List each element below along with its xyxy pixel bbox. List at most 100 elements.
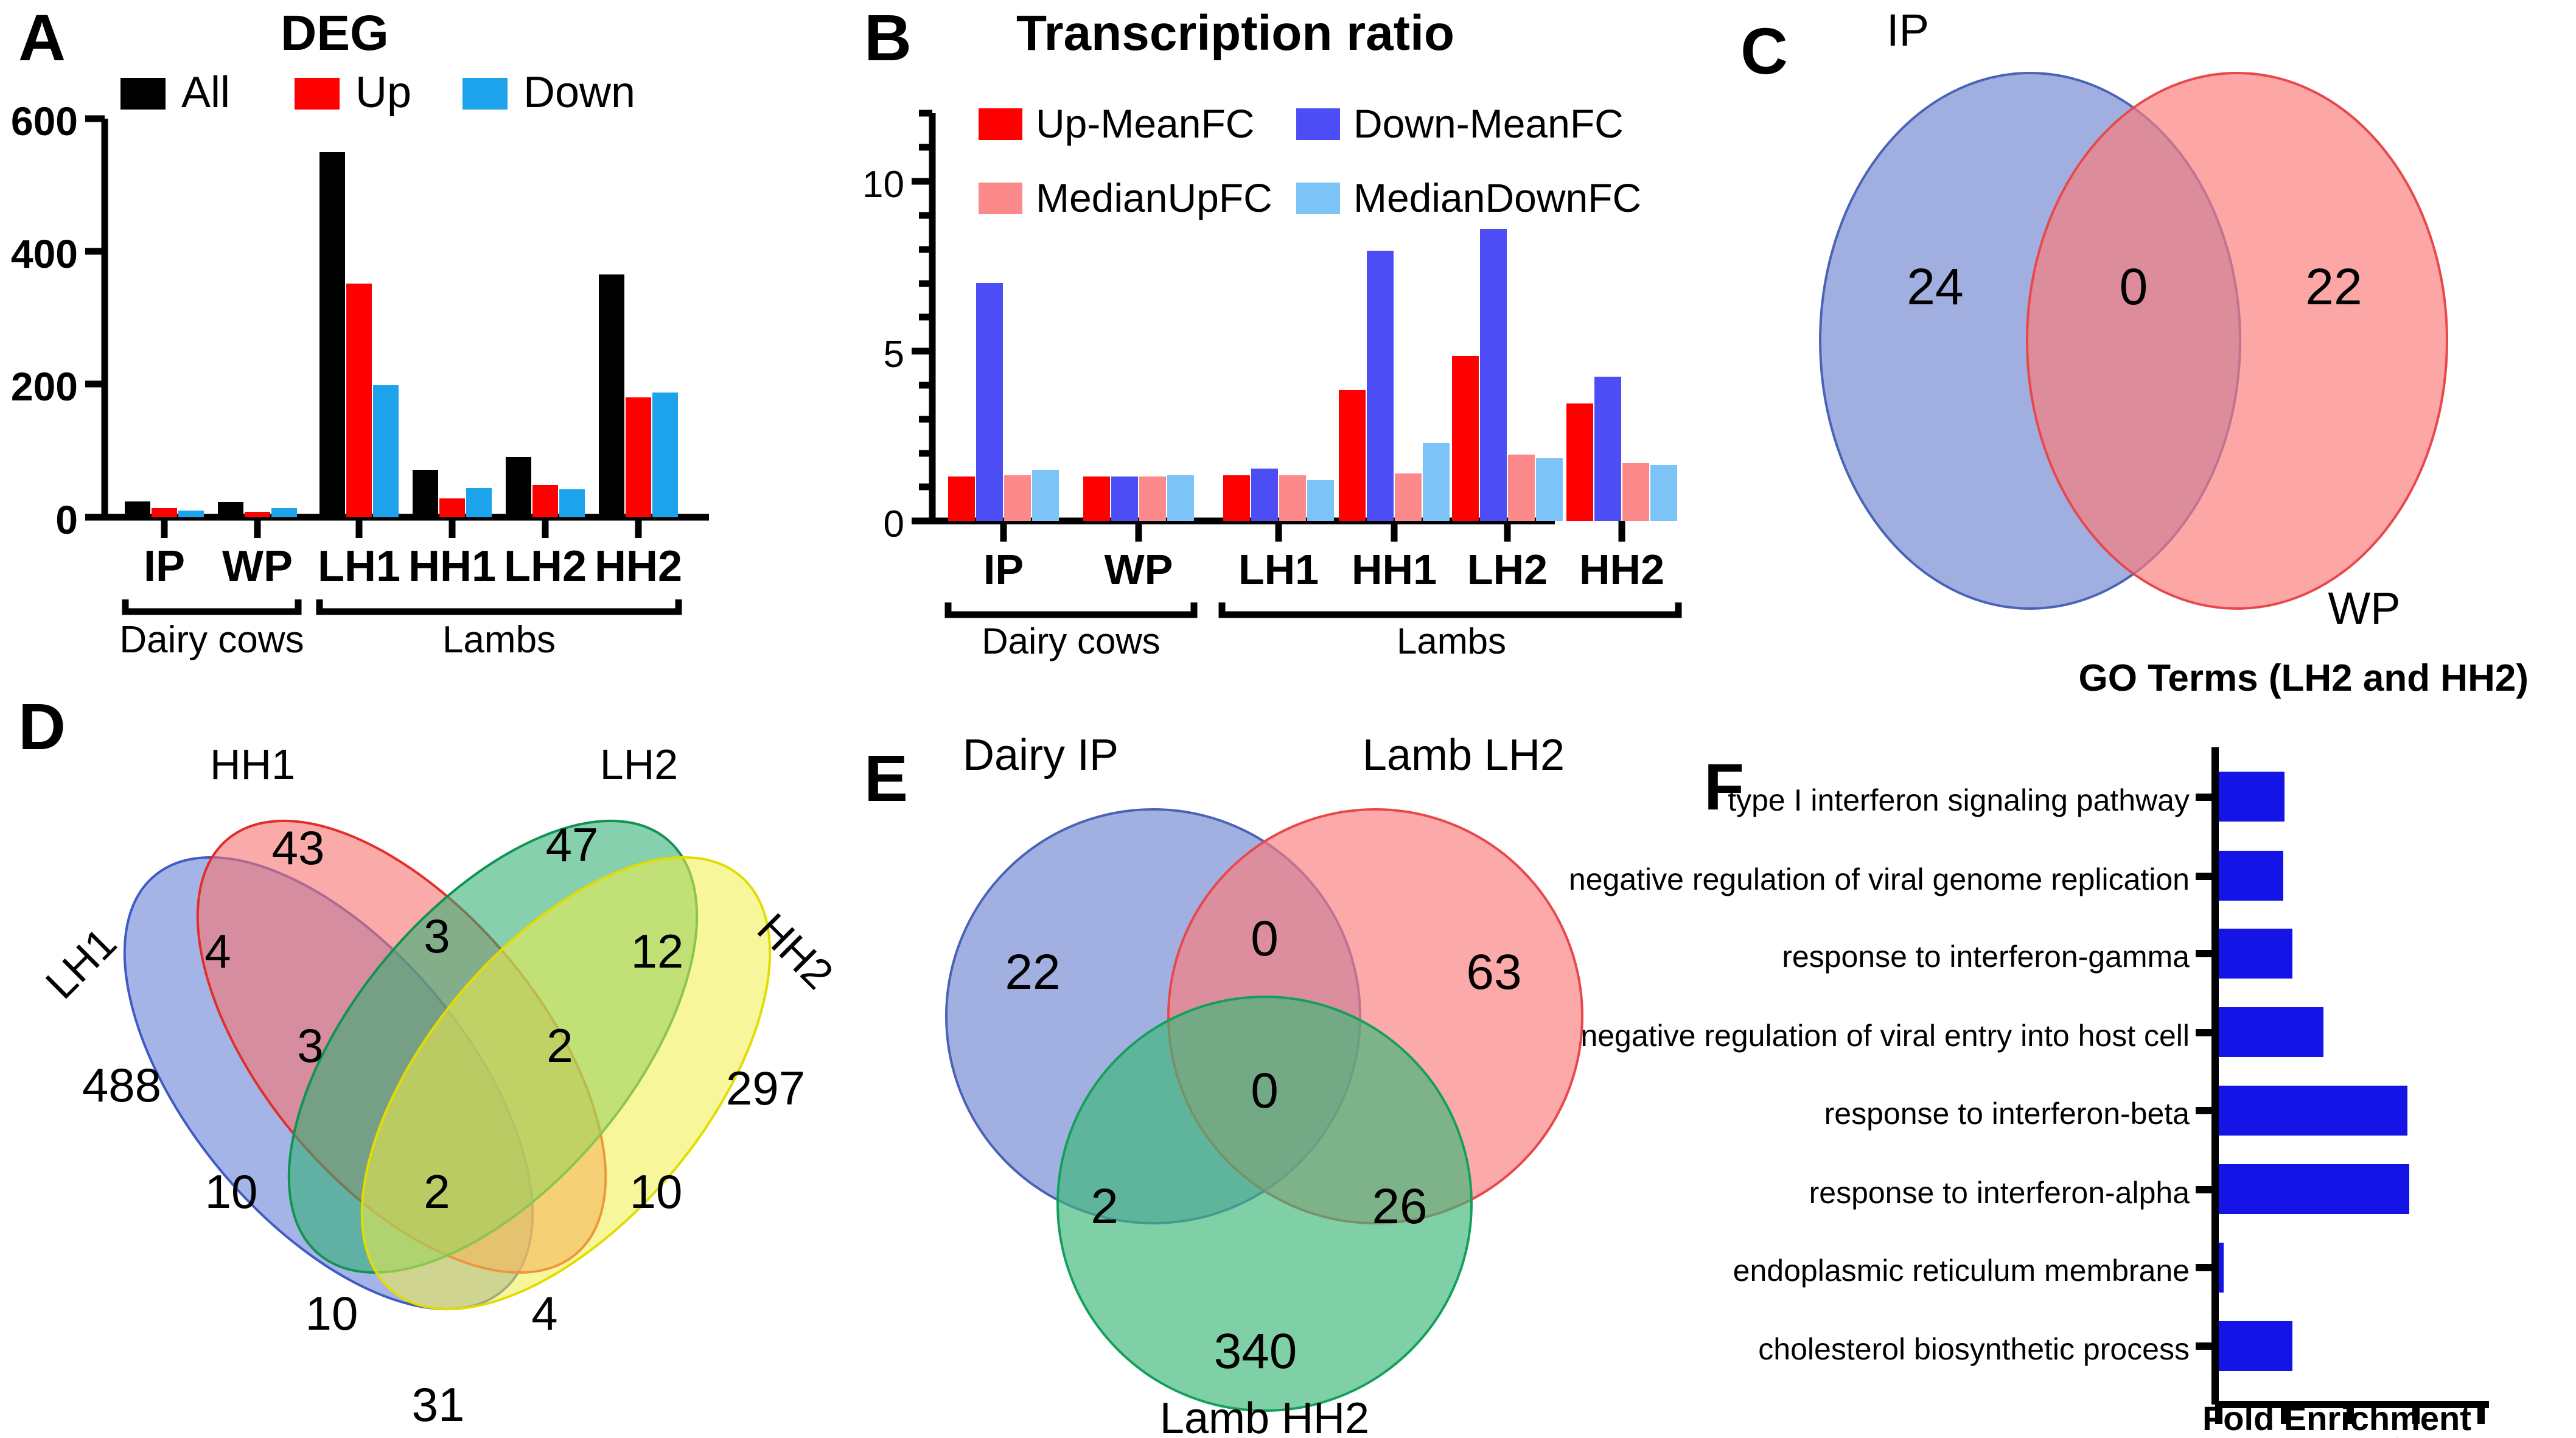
legend-swatch-mediandownfc	[1296, 183, 1340, 214]
bar-F-cholesterol-biosynthetic-process	[2219, 1321, 2292, 1371]
bar-A-HH2-Up	[626, 397, 651, 517]
legend-label-up: Up	[355, 68, 411, 117]
venn-d-count-hh1-only: 43	[272, 821, 325, 874]
bar-B-LH1-MedianUpFC	[1279, 475, 1306, 521]
venn-e-count-a-c: 2	[1091, 1179, 1119, 1234]
legend-label-medianupfc: MedianUpFC	[1036, 175, 1272, 220]
legend-swatch-down	[462, 78, 508, 110]
venn-d-count-lh1-hh1: 4	[204, 924, 231, 978]
bar-A-LH2-All	[506, 457, 531, 517]
panel-a-title: DEG	[281, 5, 389, 61]
y-tick-B-10: 10	[862, 164, 904, 206]
panel-f-yticks	[2196, 794, 2215, 1350]
venn-d-count-hh1-hh2: 10	[630, 1165, 683, 1218]
bar-B-WP-MedianDownFC	[1167, 475, 1194, 521]
bar-B-LH1-UpMeanFC	[1223, 475, 1250, 521]
venn-e-count-a-b: 0	[1251, 911, 1279, 966]
venn-d-count-hh1-lh2-hh2: 2	[546, 1019, 573, 1072]
x-label-A-HH1: HH1	[408, 542, 496, 591]
panel-b-group-brackets: Dairy cows Lambs	[944, 602, 1682, 661]
bar-A-WP-Up	[245, 512, 270, 517]
venn-d-count-hh1-lh2: 3	[424, 909, 450, 963]
panel-f-cat-4: response to interferon-beta	[1824, 1097, 2190, 1131]
venn-c-count-ip-only: 24	[1907, 258, 1963, 315]
legend-label-down-meanfc: Down-MeanFC	[1353, 101, 1624, 146]
panel-b: B Transcription ratio Up-MeanFC Down-Mea…	[846, 0, 1692, 661]
venn-d-count-lh2-only: 47	[546, 818, 599, 871]
bar-A-WP-All	[218, 502, 243, 517]
venn-d-label-lh2: LH2	[600, 741, 678, 788]
bar-B-HH2-UpMeanFC	[1566, 403, 1593, 521]
x-label-B-HH1: HH1	[1352, 546, 1437, 593]
group-label-A-dairy: Dairy cows	[119, 619, 304, 661]
panel-d: D LH1 HH1 LH2 HH2 488 43 47 297 4 3 12 3…	[0, 657, 846, 1435]
panel-f-cat-5: response to interferon-alpha	[1809, 1176, 2190, 1210]
legend-swatch-up	[295, 78, 340, 110]
bar-A-IP-All	[125, 501, 150, 517]
y-tick-400: 400	[11, 231, 78, 276]
venn-e-label-lamb-hh2: Lamb HH2	[1160, 1394, 1369, 1438]
y-tick-200: 200	[11, 364, 78, 409]
panel-a-group-brackets: Dairy cows Lambs	[119, 599, 682, 661]
bar-B-WP-UpMeanFC	[1083, 476, 1110, 521]
bar-A-HH1-Down	[466, 488, 492, 517]
panel-f-cat-0: type I interferon signaling pathway	[1728, 783, 2190, 817]
bar-B-LH2-MedianUpFC	[1508, 455, 1535, 521]
legend-label-down: Down	[523, 68, 635, 117]
panel-f-cat-2: response to interferon-gamma	[1782, 940, 2190, 974]
legend-swatch-down-meanfc	[1296, 108, 1340, 140]
legend-label-mediandownfc: MedianDownFC	[1353, 175, 1641, 220]
venn-e-label-lamb-lh2: Lamb LH2	[1363, 731, 1565, 780]
venn-e-count-b-only: 63	[1466, 944, 1521, 1000]
venn-c-label-ip: IP	[1887, 5, 1929, 55]
panel-a-xticks: IP WP LH1 HH1 LH2 HH2	[144, 517, 682, 591]
panel-f-xticks	[2215, 1405, 2485, 1424]
panel-f: GO Terms (LH2 and HH2) F type I interfer…	[1569, 633, 2576, 1438]
bar-B-HH2-MedianDownFC	[1650, 465, 1677, 521]
panel-b-bars	[948, 229, 1677, 521]
venn-c-count-intersection: 0	[2120, 258, 2148, 315]
bar-A-LH1-All	[319, 152, 345, 517]
panel-f-category-labels: type I interferon signaling pathway nega…	[1569, 783, 2190, 1366]
venn-d-shapes	[123, 819, 772, 1311]
x-label-B-WP: WP	[1105, 546, 1173, 593]
bar-B-IP-UpMeanFC	[948, 476, 975, 521]
bar-A-HH1-All	[413, 470, 438, 517]
venn-e-count-a-only: 22	[1005, 944, 1060, 1000]
bar-A-LH1-Up	[346, 284, 372, 517]
bar-B-HH1-UpMeanFC	[1339, 390, 1366, 521]
venn-d-label-lh1: LH1	[37, 919, 125, 1008]
panel-f-chart: GO Terms (LH2 and HH2) F type I interfer…	[1569, 657, 2529, 1438]
y-tick-0: 0	[55, 497, 78, 542]
y-tick-B-0: 0	[884, 503, 904, 545]
bar-B-HH1-MedianDownFC	[1423, 443, 1450, 521]
bar-A-LH2-Down	[559, 489, 585, 517]
venn-e-label-dairy-ip: Dairy IP	[963, 731, 1119, 780]
x-label-B-LH2: LH2	[1467, 546, 1548, 593]
venn-d-label-hh1: HH1	[210, 741, 295, 788]
venn-d-count-lh1-lh2-hh2: 10	[305, 1286, 358, 1340]
y-tick-B-5: 5	[884, 333, 904, 375]
bar-B-IP-MedianDownFC	[1032, 470, 1059, 521]
group-label-B-dairy: Dairy cows	[982, 621, 1160, 661]
panel-e-letter: E	[864, 741, 909, 815]
bar-F-endoplasmic-reticulum-membrane	[2219, 1243, 2224, 1293]
bar-F-response-to-interferon-gamma	[2219, 929, 2292, 979]
bar-B-WP-DownMeanFC	[1111, 476, 1138, 521]
venn-d-count-lh2-hh2: 12	[631, 924, 684, 978]
venn-c-label-wp: WP	[2328, 583, 2400, 633]
venn-e-circle-lamb-hh2	[1056, 996, 1473, 1412]
bar-A-HH2-Down	[652, 393, 678, 517]
bar-A-HH1-Up	[439, 498, 465, 517]
x-label-A-LH2: LH2	[504, 542, 587, 591]
panel-f-letter: F	[1704, 750, 1744, 823]
panel-c: C IP 24 0 22 WP	[1692, 0, 2576, 645]
bar-A-LH2-Up	[532, 485, 558, 517]
venn-e-count-b-c: 26	[1372, 1179, 1427, 1234]
x-label-A-IP: IP	[144, 542, 185, 591]
x-label-A-HH2: HH2	[595, 542, 682, 591]
venn-e-count-c-only: 340	[1214, 1324, 1297, 1379]
panel-f-axis-title: Fold Enrichment	[2202, 1399, 2471, 1437]
x-label-B-IP: IP	[983, 546, 1024, 593]
panel-b-title: Transcription ratio	[1016, 5, 1454, 61]
